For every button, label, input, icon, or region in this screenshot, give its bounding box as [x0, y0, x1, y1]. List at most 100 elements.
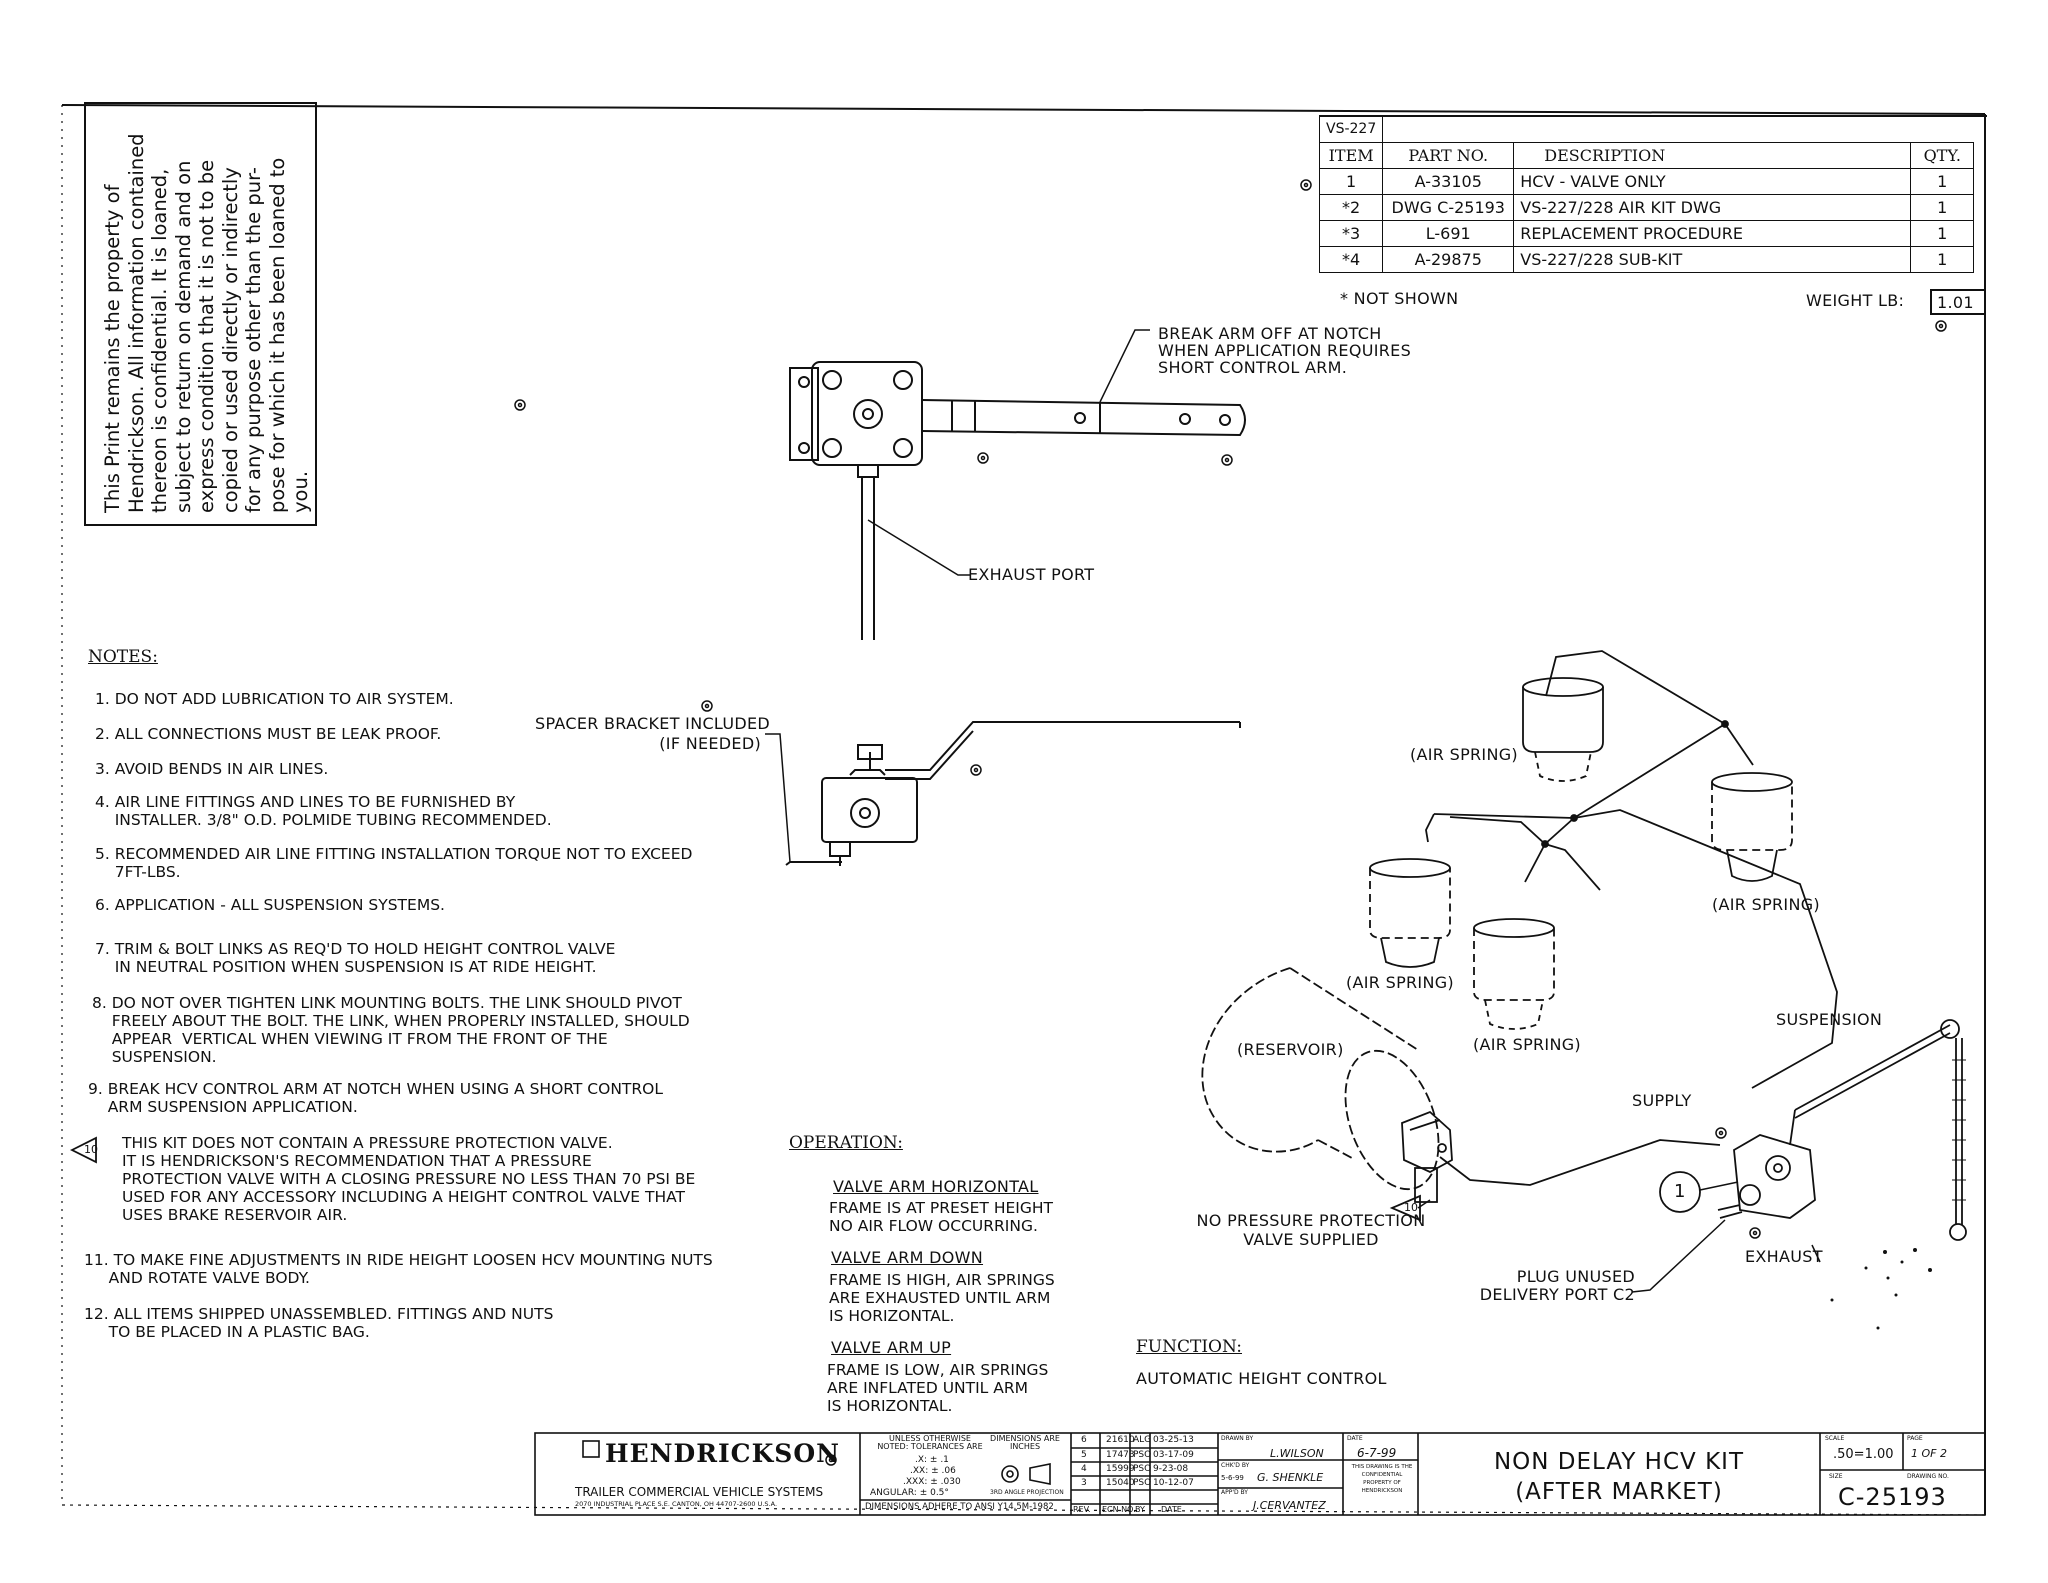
callout-line: PLUG UNUSED — [1516, 1267, 1635, 1286]
drawing-no-label: DRAWING NO. — [1907, 1473, 1949, 1480]
bom-desc: REPLACEMENT PROCEDURE — [1513, 219, 1912, 247]
valve-side-view — [765, 721, 1241, 866]
drawing-number: C-25193 — [1838, 1483, 1947, 1511]
rev-header: DATE — [1161, 1505, 1182, 1514]
callout-line: SHORT CONTROL ARM. — [1158, 358, 1348, 377]
reservoir-tank — [1201, 967, 1440, 1191]
rev-date: 10-12-07 — [1153, 1478, 1194, 1488]
note-item: 8. DO NOT OVER TIGHTEN LINK MOUNTING BOL… — [92, 994, 690, 1066]
rev-ecn: 15040 — [1106, 1478, 1135, 1488]
table-row: 1 A-33105 HCV - VALVE ONLY 1 — [1318, 167, 1975, 195]
operation-body: FRAME IS AT PRESET HEIGHT NO AIR FLOW OC… — [829, 1199, 1053, 1235]
tolerance: .XX: ± .06 — [910, 1466, 956, 1476]
bom-header-row: ITEM PART NO. DESCRIPTION QTY. — [1318, 141, 1975, 169]
notice-line: pose for which it has been loaned to — [265, 157, 289, 513]
notice-line: Hendrickson. All information contained — [124, 133, 148, 513]
drawn-by-label: DRAWN BY — [1221, 1435, 1254, 1442]
tolerances-head: UNLESS OTHERWISE NOTED: TOLERANCES ARE — [877, 1434, 983, 1451]
confidential-note: THIS DRAWING IS THE CONFIDENTIAL PROPERT… — [1351, 1464, 1413, 1494]
tolerance: .X: ± .1 — [915, 1455, 949, 1465]
bom-part: DWG C-25193 — [1382, 193, 1515, 221]
callout-line: VALVE SUPPLIED — [1243, 1230, 1379, 1249]
rev-by: PSO — [1133, 1464, 1152, 1474]
property-notice: This Print remains the property of Hendr… — [85, 103, 316, 525]
notice-line: for any purpose other than the pur- — [242, 167, 265, 513]
bom-desc: HCV - VALVE ONLY — [1513, 167, 1912, 195]
callout-no-pressure: NO PRESSURE PROTECTION VALVE SUPPLIED — [1196, 1211, 1426, 1249]
callout-line: WHEN APPLICATION REQUIRES — [1158, 341, 1412, 360]
tolerance: ANGULAR: ± 0.5° — [870, 1488, 949, 1498]
operation-head: VALVE ARM UP — [831, 1338, 952, 1357]
bom-part: A-33105 — [1382, 167, 1515, 195]
table-row: *3 L-691 REPLACEMENT PROCEDURE 1 — [1318, 219, 1975, 247]
dimension-standard: DIMENSIONS ADHERE TO ANSI Y14.5M-1982 — [865, 1502, 1054, 1512]
bom-item: *2 — [1318, 193, 1384, 221]
company-logo: HENDRICKSON — [605, 1439, 840, 1468]
approved-by-label: APP'D BY — [1221, 1489, 1248, 1496]
note-item: THIS KIT DOES NOT CONTAIN A PRESSURE PRO… — [122, 1134, 696, 1224]
bom-desc: VS-227/228 AIR KIT DWG — [1513, 193, 1912, 221]
callout-line: NO PRESSURE PROTECTION — [1196, 1211, 1426, 1230]
bom-header: PART NO. — [1382, 141, 1515, 169]
callout-supply: SUPPLY — [1632, 1091, 1692, 1110]
bom-part: L-691 — [1382, 219, 1515, 247]
checked-by-label: CHK'D BY — [1221, 1462, 1250, 1469]
property-notice-box — [84, 102, 317, 526]
callout-air-spring-4: (AIR SPRING) — [1473, 1035, 1581, 1054]
operation-body: FRAME IS HIGH, AIR SPRINGS ARE EXHAUSTED… — [829, 1271, 1055, 1325]
air-spring-d — [1473, 918, 1555, 1030]
air-spring-c — [1369, 858, 1451, 968]
bom-header: QTY. — [1910, 141, 1975, 169]
rev-header: REV. — [1073, 1505, 1091, 1514]
bom-item: 1 — [1318, 167, 1384, 195]
bom-header: DESCRIPTION — [1513, 141, 1912, 169]
callout-air-spring-2: (AIR SPRING) — [1712, 895, 1820, 914]
note-triangle-ref-label: 10 — [84, 1143, 98, 1156]
triangle-ref-label: 10 — [1404, 1201, 1418, 1214]
tolerance: .XXX: ± .030 — [903, 1477, 961, 1487]
callout-line: BREAK ARM OFF AT NOTCH — [1158, 324, 1382, 343]
title-block-lines — [534, 1432, 1986, 1516]
bom-weight-value: 1.01 — [1937, 293, 1974, 312]
hcv-valve-schematic — [69, 1019, 1967, 1330]
callout-plug-unused: PLUG UNUSED DELIVERY PORT C2 — [1455, 1268, 1635, 1304]
note-item: 3. AVOID BENDS IN AIR LINES. — [95, 760, 329, 778]
operation-head: VALVE ARM DOWN — [831, 1248, 984, 1267]
size-label: SIZE — [1829, 1473, 1843, 1480]
drawn-date: 6-7-99 — [1357, 1446, 1397, 1460]
callout-reservoir: (RESERVOIR) — [1237, 1040, 1344, 1059]
callout-spacer-bracket: SPACER BRACKET INCLUDED (IF NEEDED) — [535, 714, 770, 754]
rev-by: PSO — [1133, 1478, 1152, 1488]
drawing-title-line1: NON DELAY HCV KIT — [1493, 1449, 1745, 1475]
rev-header: ECN NO. — [1102, 1505, 1136, 1514]
item-balloon-label: 1 — [1674, 1181, 1686, 1202]
note-item: 6. APPLICATION - ALL SUSPENSION SYSTEMS. — [95, 896, 445, 914]
note-item: 1. DO NOT ADD LUBRICATION TO AIR SYSTEM. — [95, 690, 454, 708]
date-label: DATE — [1347, 1435, 1363, 1442]
rev-header: BY — [1135, 1505, 1145, 1514]
company-division: TRAILER COMMERCIAL VEHICLE SYSTEMS — [575, 1485, 824, 1499]
bom-kit-row: VS-227 — [1318, 116, 1974, 143]
projection-label: 3RD ANGLE PROJECTION — [990, 1489, 1064, 1496]
page-value: 1 OF 2 — [1911, 1447, 1947, 1460]
bom-part: A-29875 — [1382, 245, 1515, 273]
border-bottom — [61, 1504, 1986, 1516]
bom-item: *4 — [1318, 245, 1384, 273]
bom-qty: 1 — [1910, 167, 1975, 195]
rev-date: 03-25-13 — [1153, 1435, 1194, 1445]
operation-title: OPERATION: — [789, 1133, 903, 1153]
note-item: 5. RECOMMENDED AIR LINE FITTING INSTALLA… — [95, 845, 693, 881]
callout-air-spring-1: (AIR SPRING) — [1410, 745, 1518, 764]
callout-exhaust-port: EXHAUST PORT — [968, 565, 1095, 584]
scale-label: SCALE — [1825, 1435, 1845, 1442]
callout-exhaust: EXHAUST — [1745, 1247, 1823, 1266]
rev-ecn: 15999 — [1106, 1464, 1135, 1474]
callout-line: (IF NEEDED) — [659, 734, 761, 753]
callout-air-spring-3: (AIR SPRING) — [1346, 973, 1454, 992]
bill-of-materials: VS-227 ITEM PART NO. DESCRIPTION QTY. 1 … — [1318, 116, 1975, 273]
notice-line: copied or used directly or indirectly — [218, 167, 242, 513]
bom-qty: 1 — [1910, 245, 1975, 273]
operation-section: OPERATION: VALVE ARM HORIZONTAL FRAME IS… — [789, 1133, 1089, 1415]
item-balloon-circle — [1659, 1171, 1701, 1213]
weight-box — [1930, 289, 1986, 315]
